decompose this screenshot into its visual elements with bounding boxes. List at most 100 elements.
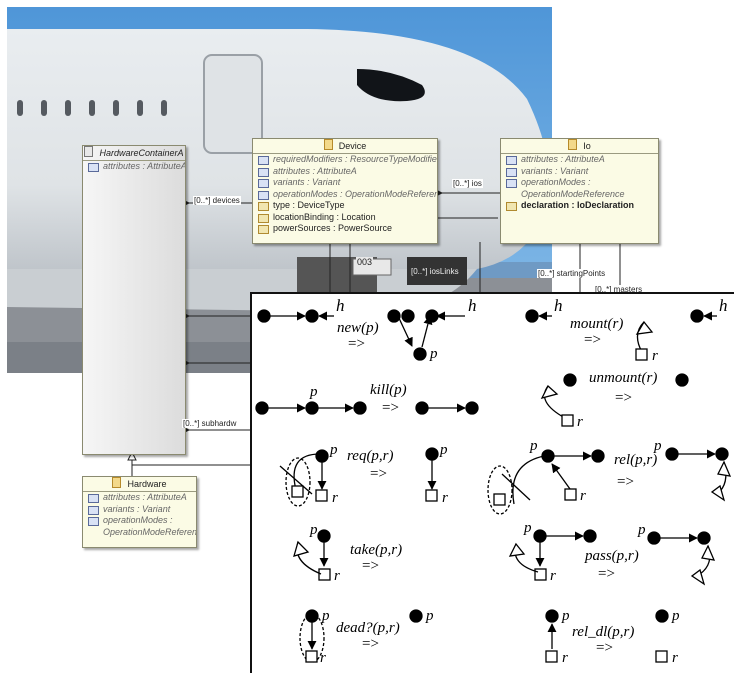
op-arrow: =>: [598, 566, 615, 582]
attribute-row: type : DeviceType: [253, 200, 437, 212]
label-r: r: [577, 414, 583, 430]
op-arrow: =>: [596, 640, 613, 656]
op-arrow: =>: [362, 558, 379, 574]
op-new: new(p): [337, 320, 379, 336]
op-arrow: =>: [615, 390, 632, 406]
op-rel-dl: rel_dl(p,r): [572, 624, 635, 640]
label-h: h: [554, 296, 563, 315]
subhardware-label: [0..*] subhardw: [182, 419, 238, 428]
label-p: p: [530, 438, 538, 454]
attribute-row: variants : Variant: [501, 166, 658, 178]
label-h: h: [719, 296, 728, 315]
label-p: p: [310, 522, 318, 538]
attribute-icon: [506, 202, 517, 211]
hardware-container-class[interactable]: HardwareContainerA attributes : Attribut…: [82, 145, 186, 455]
label-r: r: [334, 568, 340, 584]
rewrite-rules-panel: new(p) => mount(r) => kill(p) => unmount…: [250, 292, 734, 673]
op-pass: pass(p,r): [585, 548, 639, 564]
class-icon: [84, 146, 94, 157]
class-icon: [112, 477, 122, 488]
op-arrow: =>: [584, 332, 601, 348]
attribute-row: OperationModeReference: [103, 526, 196, 537]
device-header: Device: [253, 139, 437, 154]
label-p: p: [672, 608, 680, 624]
label-p: p: [426, 608, 434, 624]
attribute-icon: [88, 494, 99, 503]
attribute-row: attributes : AttributeA: [501, 154, 658, 166]
op-unmount: unmount(r): [589, 370, 658, 386]
attribute-icon: [506, 179, 517, 188]
devices-label: [0..*] devices: [193, 196, 241, 205]
ios-label: [0..*] ios: [452, 179, 483, 188]
label-r: r: [442, 490, 448, 506]
op-arrow: =>: [382, 400, 399, 416]
attribute-icon: [258, 225, 269, 234]
attribute-row: variants : Variant: [253, 177, 437, 189]
op-req: req(p,r): [347, 448, 394, 464]
masters-label: [0..*] masters: [594, 285, 644, 294]
class-icon: [568, 139, 578, 150]
hardware-class[interactable]: Hardware attributes : AttributeA variant…: [82, 476, 197, 548]
op-take: take(p,r): [350, 542, 403, 558]
attribute-icon: [258, 156, 269, 165]
class-icon: [323, 139, 333, 150]
op-mount: mount(r): [570, 316, 624, 332]
attribute-row: operationModes : OperationModeReference: [253, 189, 437, 201]
label-r: r: [562, 650, 568, 666]
label-r: r: [580, 488, 586, 504]
op-arrow: =>: [362, 636, 379, 652]
label-p: p: [524, 520, 532, 536]
attribute-row: attributes : AttributeA: [83, 161, 185, 173]
attribute-row: attributes : AttributeA: [83, 492, 196, 504]
op-arrow: =>: [370, 466, 387, 482]
op-arrow: =>: [348, 336, 365, 352]
label-p: p: [322, 608, 330, 624]
rewrite-graph-drawing: [255, 309, 732, 663]
label-p: p: [638, 522, 646, 538]
attribute-row: declaration : IoDeclaration: [501, 200, 658, 212]
attribute-icon: [258, 190, 269, 200]
ioslinks-label: [0..*] iosLinks: [410, 267, 460, 276]
attribute-row: powerSources : PowerSource: [253, 223, 437, 235]
attribute-icon: [506, 156, 517, 165]
label-r: r: [320, 650, 326, 666]
attribute-icon: [88, 163, 99, 172]
attribute-row: locationBinding : Location: [253, 212, 437, 224]
attribute-icon: [88, 517, 99, 526]
op-rel: rel(p,r): [614, 452, 658, 468]
device-number-plate: 003: [356, 257, 374, 267]
label-p: p: [440, 442, 448, 458]
label-h: h: [468, 296, 477, 315]
op-arrow: =>: [617, 474, 634, 490]
io-class[interactable]: Io attributes : AttributeA variants : Va…: [500, 138, 659, 244]
label-r: r: [550, 568, 556, 584]
label-r: r: [652, 348, 658, 364]
attribute-row: OperationModeReference: [521, 188, 625, 199]
attribute-icon: [258, 167, 269, 177]
attribute-row: variants : Variant: [83, 504, 196, 516]
attribute-row: operationModes :: [501, 177, 658, 189]
label-p: p: [310, 384, 318, 400]
attribute-icon: [506, 167, 517, 177]
label-p: p: [654, 438, 662, 454]
label-p: p: [562, 608, 570, 624]
op-dead: dead?(p,r): [336, 620, 400, 636]
label-p: p: [330, 442, 338, 458]
device-class[interactable]: Device requiredModifiers : ResourceTypeM…: [252, 138, 438, 244]
hardware-header: Hardware: [83, 477, 196, 492]
attribute-row: requiredModifiers : ResourceTypeModifier…: [253, 154, 437, 166]
attribute-icon: [258, 213, 269, 223]
io-header: Io: [501, 139, 658, 154]
starting-points-label: [0..*] startingPoints: [537, 269, 607, 278]
attribute-icon: [258, 202, 269, 211]
label-p: p: [430, 346, 438, 362]
label-r: r: [332, 490, 338, 506]
attribute-row: attributes : AttributeA: [253, 166, 437, 178]
attribute-icon: [258, 179, 269, 188]
label-r: r: [672, 650, 678, 666]
label-h: h: [336, 296, 345, 315]
op-kill: kill(p): [370, 382, 407, 398]
attribute-icon: [88, 505, 99, 515]
hardware-container-header: HardwareContainerA: [83, 146, 185, 161]
attribute-row: operationModes :: [83, 515, 196, 527]
